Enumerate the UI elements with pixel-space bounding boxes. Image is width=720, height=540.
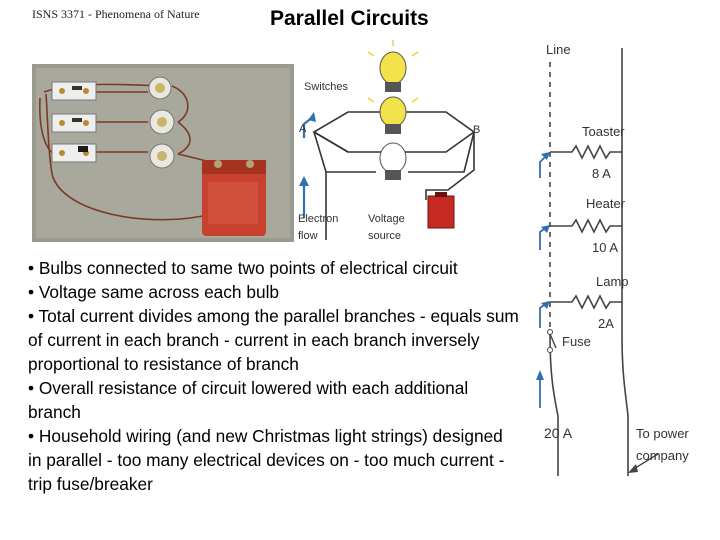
circuit-board-photo: [32, 64, 294, 242]
bullet-item: • Voltage same across each bulb: [28, 282, 280, 302]
switch-blocks: [51, 81, 97, 163]
bulb-1: [367, 40, 419, 92]
bullet-item: • Total current divides among the parall…: [28, 306, 519, 374]
toaster-label: Toaster: [582, 124, 625, 139]
fuse-label: Fuse: [562, 334, 591, 349]
total-current-label: 20 A: [544, 425, 573, 441]
bullet-item: • Overall resistance of circuit lowered …: [28, 378, 469, 422]
course-label: ISNS 3371 - Phenomena of Nature: [32, 7, 200, 21]
bullet-item: • Household wiring (and new Christmas li…: [28, 426, 505, 494]
household-wiring-diagram: Line Toaster 8 A Heater 10 A Lamp 2A Fus…: [536, 42, 689, 476]
bullet-list: • Bulbs connected to same two points of …: [28, 256, 520, 496]
heater-label: Heater: [586, 196, 626, 211]
parallel-bulb-diagram: Switches A B Electron flow Voltage sourc…: [298, 40, 480, 242]
power-company-label-2: company: [636, 448, 689, 463]
bulb-3: [379, 142, 407, 180]
voltage-source-label-1: Voltage: [368, 213, 405, 225]
electron-flow-label-1: Electron: [298, 213, 338, 225]
heater-current-label: 10 A: [592, 240, 618, 255]
switches-label: Switches: [304, 81, 349, 93]
point-b-label: B: [473, 124, 480, 136]
bulb-2: [367, 96, 419, 134]
lamp-current-label: 2A: [598, 316, 614, 331]
toaster-current-label: 8 A: [592, 166, 611, 181]
bullet-item: • Bulbs connected to same two points of …: [28, 258, 458, 278]
power-company-label-1: To power: [636, 426, 689, 441]
lamp-label: Lamp: [596, 274, 629, 289]
battery: [202, 160, 266, 236]
electron-flow-label-2: flow: [298, 230, 318, 242]
voltage-source-label-2: source: [368, 230, 401, 242]
bulb-sockets: [148, 76, 175, 169]
point-a-label: A: [299, 123, 307, 135]
slide-title: Parallel Circuits: [270, 7, 429, 30]
line-label: Line: [546, 42, 571, 57]
